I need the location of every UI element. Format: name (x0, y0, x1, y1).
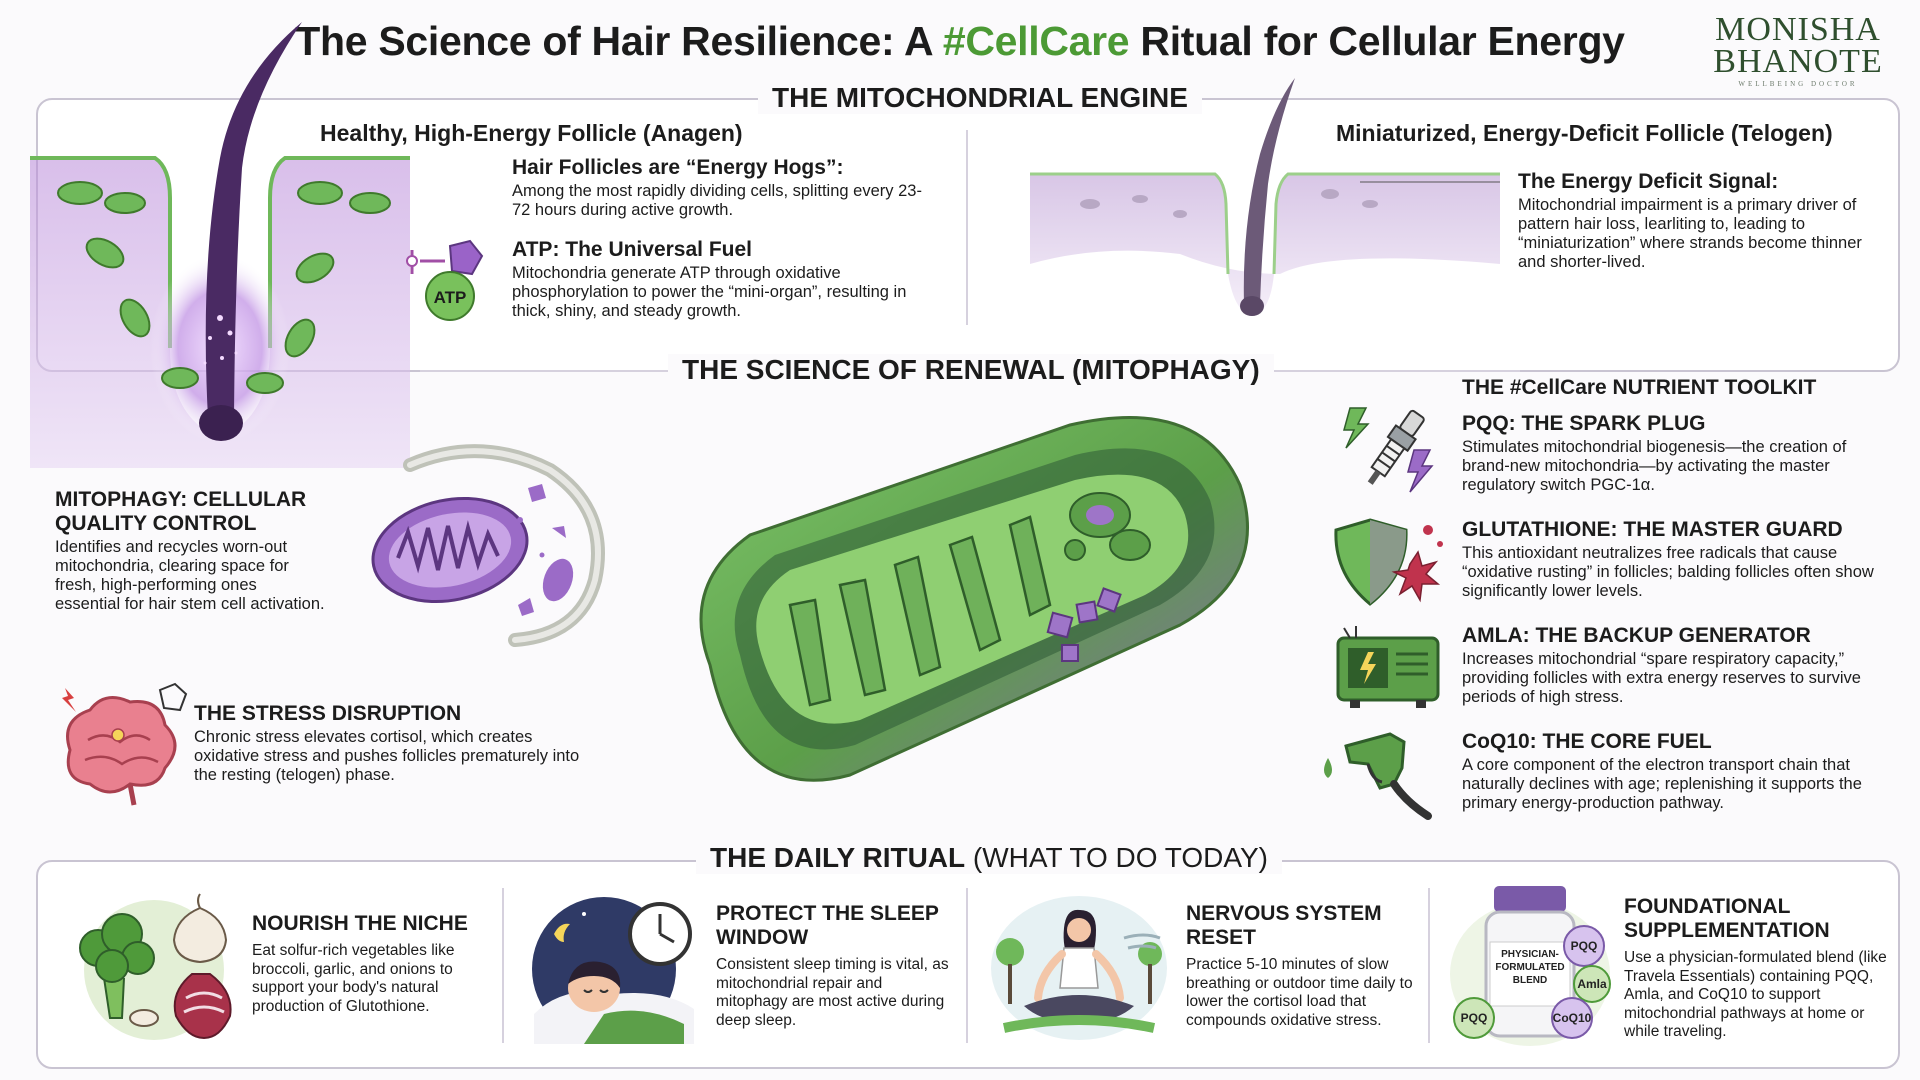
deficit-follicle-heading: Miniaturized, Energy-Deficit Follicle (T… (1336, 120, 1833, 146)
sleep-title: PROTECT THE SLEEP WINDOW (716, 902, 939, 949)
title-accent: #CellCare (942, 18, 1130, 64)
supplementation-title: FOUNDATIONAL SUPPLEMENTATION (1624, 895, 1830, 942)
supplement-bottle-icon: PHYSICIAN-FORMULATED BLEND PQQ Amla CoQ1… (1450, 886, 1611, 1046)
atp-block: ATP: The Universal Fuel Mitochondria gen… (512, 238, 932, 321)
nervous-title: NERVOUS SYSTEM RESET (1186, 902, 1382, 949)
energy-hogs-text: Among the most rapidly dividing cells, s… (512, 182, 922, 219)
energy-hogs-title: Hair Follicles are “Energy Hogs”: (512, 156, 844, 179)
toolkit-item-glutathione: GLUTATHIONE: THE MASTER GUARD This antio… (1462, 518, 1892, 601)
logo-tagline: WELLBEING DOCTOR (1738, 80, 1858, 88)
ritual-divider-3 (1428, 888, 1430, 1043)
atp-title: ATP: The Universal Fuel (512, 238, 752, 261)
generator-icon (1336, 626, 1440, 708)
toolkit-item-pqq: PQQ: THE SPARK PLUG Stimulates mitochond… (1462, 412, 1892, 495)
sleep-text: Consistent sleep timing is vital, as mit… (716, 956, 949, 1029)
atp-text: Mitochondria generate ATP through oxidat… (512, 264, 907, 320)
energy-deficit-block: The Energy Deficit Signal: Mitochondrial… (1518, 170, 1868, 272)
energy-deficit-text: Mitochondrial impairment is a primary dr… (1518, 196, 1862, 271)
title-part2: Ritual for Cellular Energy (1129, 18, 1625, 64)
ritual-divider-2 (966, 888, 968, 1043)
pill-label-amla: Amla (1577, 977, 1607, 991)
ritual-card-supplementation: FOUNDATIONAL SUPPLEMENTATION Use a physi… (1624, 895, 1892, 1042)
ritual-title-bold: THE DAILY RITUAL (710, 842, 966, 873)
engine-divider (966, 130, 968, 325)
mitophagy-recycling-illustration (371, 444, 605, 647)
coq10-text: A core component of the electron transpo… (1462, 756, 1862, 812)
pqq-title: PQQ: THE SPARK PLUG (1462, 412, 1706, 435)
title-part1: The Science of Hair Resilience: A (295, 18, 943, 64)
page-title: The Science of Hair Resilience: A #CellC… (0, 18, 1920, 65)
mitophagy-text: Identifies and recycles worn-out mitocho… (55, 538, 325, 613)
ritual-card-sleep: PROTECT THE SLEEP WINDOW Consistent slee… (716, 902, 956, 1030)
supplementation-text: Use a physician-formulated blend (like T… (1624, 949, 1887, 1040)
meditation-icon (991, 896, 1167, 1040)
sleep-clock-icon (532, 897, 694, 1044)
nourish-title: NOURISH THE NICHE (252, 912, 468, 935)
ritual-title-light: (WHAT TO DO TODAY) (965, 842, 1268, 873)
nervous-text: Practice 5-10 minutes of slow breathing … (1186, 956, 1413, 1029)
mitochondrion-illustration (699, 416, 1249, 782)
logo-line2: BHANOTE (1713, 43, 1883, 80)
ritual-card-nourish: NOURISH THE NICHE Eat solfur-rich vegeta… (252, 912, 492, 1016)
engine-section-title: THE MITOCHONDRIAL ENGINE (758, 82, 1202, 114)
energy-deficit-title: The Energy Deficit Signal: (1518, 170, 1779, 193)
pill-label-coq10: CoQ10 (1553, 1011, 1592, 1025)
shield-icon (1334, 518, 1443, 606)
toolkit-item-amla: AMLA: THE BACKUP GENERATOR Increases mit… (1462, 624, 1892, 707)
healthy-follicle-heading: Healthy, High-Energy Follicle (Anagen) (320, 120, 743, 146)
ritual-section-title: THE DAILY RITUAL (WHAT TO DO TODAY) (696, 842, 1282, 874)
glutathione-text: This antioxidant neutralizes free radica… (1462, 544, 1874, 600)
amla-title: AMLA: THE BACKUP GENERATOR (1462, 624, 1811, 647)
toolkit-item-coq10: CoQ10: THE CORE FUEL A core component of… (1462, 730, 1892, 813)
pill-label-pqq-2: PQQ (1461, 1011, 1488, 1025)
ritual-card-nervous: NERVOUS SYSTEM RESET Practice 5-10 minut… (1186, 902, 1416, 1030)
atp-badge: ATP (434, 288, 467, 307)
spark-plug-icon (1343, 407, 1434, 493)
coq10-title: CoQ10: THE CORE FUEL (1462, 730, 1712, 753)
energy-hogs-block: Hair Follicles are “Energy Hogs”: Among … (512, 156, 932, 220)
toolkit-title: THE #CellCare NUTRIENT TOOLKIT (1462, 376, 1817, 399)
renewal-section-title: THE SCIENCE OF RENEWAL (MITOPHAGY) (668, 354, 1274, 386)
vegetables-icon (79, 893, 232, 1040)
atp-molecule-icon: ATP (406, 239, 484, 321)
pill-label-pqq: PQQ (1571, 939, 1598, 953)
stress-title: THE STRESS DISRUPTION (194, 702, 462, 725)
stress-block: THE STRESS DISRUPTION Chronic stress ele… (194, 702, 594, 785)
healthy-follicle-illustration (30, 22, 410, 468)
nourish-text: Eat solfur-rich vegetables like broccoli… (252, 942, 455, 1015)
bottle-label: PHYSICIAN-FORMULATED BLEND (1495, 949, 1565, 986)
amla-text: Increases mitochondrial “spare respirato… (1462, 650, 1861, 706)
mitophagy-title: MITOPHAGY: CELLULAR QUALITY CONTROL (55, 488, 307, 535)
brain-stress-icon (62, 682, 188, 806)
mitophagy-block: MITOPHAGY: CELLULAR QUALITY CONTROL Iden… (55, 488, 325, 614)
fuel-nozzle-icon (1324, 732, 1432, 820)
stress-text: Chronic stress elevates cortisol, which … (194, 728, 580, 784)
pqq-text: Stimulates mitochondrial biogenesis—the … (1462, 438, 1847, 494)
brand-logo: MONISHA BHANOTE WELLBEING DOCTOR (1698, 11, 1898, 89)
glutathione-title: GLUTATHIONE: THE MASTER GUARD (1462, 518, 1843, 541)
logo-line1: MONISHA (1715, 11, 1881, 48)
miniaturized-follicle-illustration (1030, 78, 1500, 316)
ritual-divider-1 (502, 888, 504, 1043)
